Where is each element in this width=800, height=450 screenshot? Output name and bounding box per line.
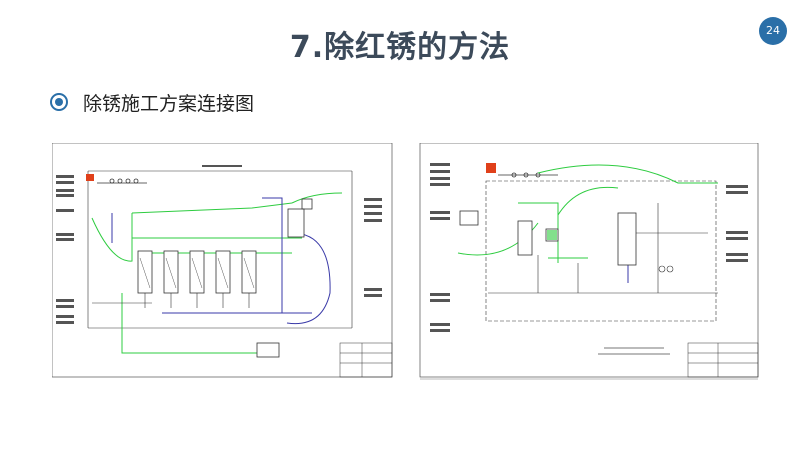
radio-bullet-icon [50,93,68,111]
piping-diagram-right [418,143,766,381]
piping-diagram-left [52,143,398,381]
bullet-text: 除锈施工方案连接图 [83,93,255,115]
slide-title: 7.除红锈的方法 [289,30,511,65]
page-number-badge: 24 [759,17,787,45]
